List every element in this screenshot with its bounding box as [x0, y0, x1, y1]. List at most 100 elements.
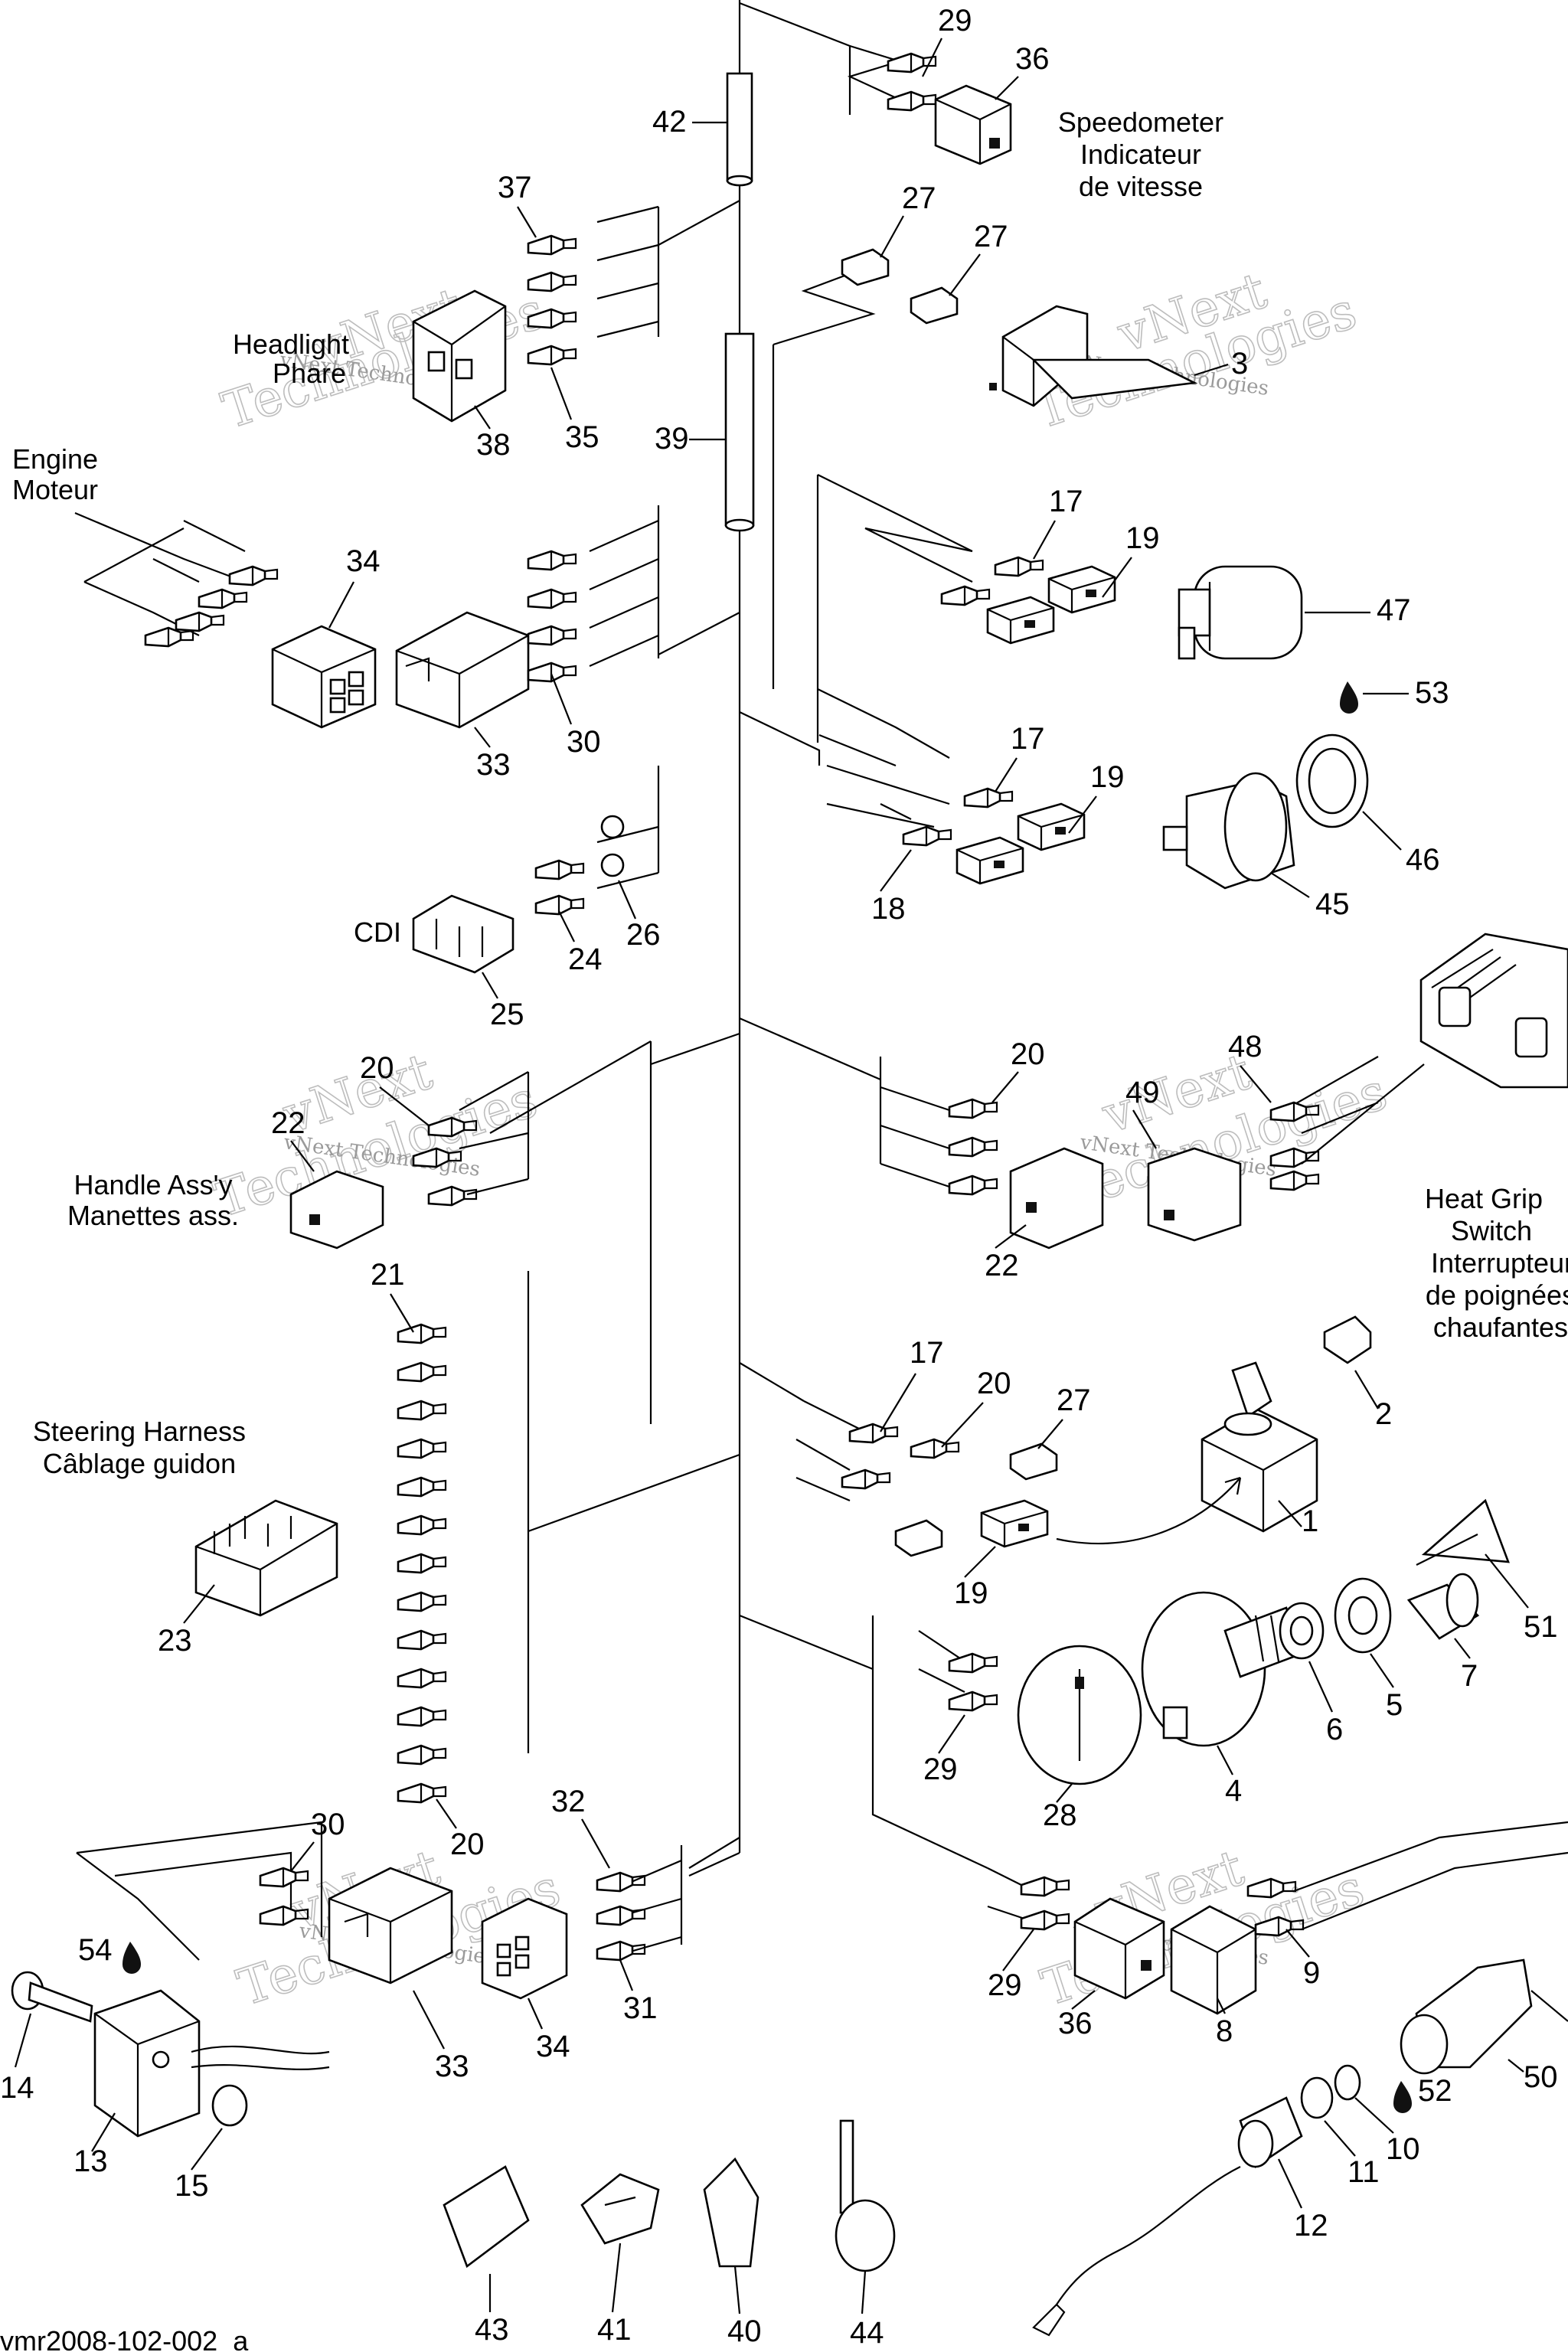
callout-18: 18 [871, 892, 906, 926]
callout-12: 12 [1294, 2209, 1328, 2243]
boot-26 [600, 815, 625, 877]
pressure-switch-47 [1178, 565, 1303, 660]
terminal-48-3 [1269, 1170, 1320, 1191]
callout-24: 24 [568, 942, 603, 976]
callout-20: 20 [360, 1051, 394, 1085]
terminal-20-8 [397, 1629, 447, 1651]
housing-36-top [934, 84, 1012, 165]
connector-22-gauge [1009, 1147, 1104, 1250]
terminal-27-c [1009, 1442, 1058, 1481]
terminal-30-1 [527, 550, 577, 571]
regulator-group: 30 33 34 32 31 13 [0, 1785, 683, 2203]
callout-22: 22 [985, 1249, 1019, 1282]
callout-20: 20 [450, 1828, 485, 1861]
callout-46: 46 [1406, 843, 1440, 877]
connector-33-bottom [328, 1867, 453, 1984]
callout-10: 10 [1386, 2132, 1420, 2166]
housing-19-c [980, 1499, 1049, 1548]
callout-49: 49 [1125, 1076, 1160, 1109]
steering-label-en: Steering Harness [33, 1416, 246, 1447]
callout-17: 17 [910, 1336, 944, 1370]
terminal-31-1 [596, 1905, 646, 1926]
accessories-row: 43 41 40 44 [443, 2119, 896, 2350]
callout-19: 19 [954, 1576, 988, 1610]
terminal-21 [397, 1323, 447, 1344]
headlight-group: 37 38 35 39 Headlight Phare [233, 171, 726, 462]
terminal-engine-2 [198, 588, 248, 609]
callout-44: 44 [850, 2316, 884, 2350]
sensor-45 [1162, 772, 1295, 890]
grommet-5 [1334, 1577, 1392, 1654]
headlight-label-en: Headlight [233, 328, 349, 360]
tape-43 [443, 2165, 530, 2269]
callout-34: 34 [346, 544, 381, 578]
terminal-20-d [910, 1438, 960, 1459]
callout-22: 22 [271, 1106, 305, 1140]
callout-35: 35 [565, 420, 599, 454]
terminal-20-3 [397, 1438, 447, 1459]
speedometer-group: 29 36 42 Speedometer Indicateur de vites… [652, 4, 1248, 689]
terminal-27-d [894, 1519, 943, 1557]
terminal-37-2 [527, 271, 577, 292]
nut-11 [1300, 2076, 1334, 2119]
callout-38: 38 [476, 428, 511, 462]
housing-36-bottom [1073, 1897, 1165, 2000]
tether-group: 29 36 8 9 50 10 52 [987, 1821, 1568, 2337]
boot-2 [1323, 1315, 1372, 1364]
callout-27: 27 [974, 220, 1008, 253]
callout-50: 50 [1524, 2060, 1558, 2094]
cdi-label: CDI [354, 916, 401, 948]
main-harness-trunk [528, 0, 881, 1877]
terminal-20-gauge-3 [948, 1174, 998, 1196]
cable-tie-44 [835, 2119, 896, 2272]
tether-cap-12 [1237, 2096, 1303, 2169]
heat-grip-label-3: Interrupteur [1431, 1247, 1568, 1279]
terminal-engine-1 [228, 565, 279, 586]
callout-32: 32 [551, 1785, 586, 1818]
callout-23: 23 [158, 1624, 192, 1658]
terminal-24-1 [534, 859, 585, 880]
terminal-20-5 [397, 1514, 447, 1536]
key-switch-28 [1017, 1645, 1142, 1785]
handle-label-fr: Manettes ass. [67, 1200, 239, 1231]
terminal-20-10 [397, 1706, 447, 1727]
terminal-17-c2 [841, 1468, 891, 1490]
terminal-30-3 [527, 625, 577, 646]
terminal-29-c1 [1020, 1876, 1070, 1897]
engine-label-fr: Moteur [12, 474, 98, 505]
engine-group: Engine Moteur 34 33 30 [12, 443, 660, 782]
steering-connector-23 [194, 1499, 338, 1617]
callout-20: 20 [977, 1367, 1011, 1400]
steering-label: Steering Harness Câblage guidon [33, 1416, 246, 1479]
callout-36: 36 [1058, 2007, 1093, 2040]
callout-31: 31 [623, 1991, 658, 2025]
terminal-37-4 [527, 345, 577, 366]
clip-51 [1416, 1498, 1510, 1566]
callout-34: 34 [536, 2030, 570, 2063]
tether-cord [1056, 2166, 1241, 2305]
heat-grip-label-4: de poignées [1426, 1279, 1568, 1311]
callout-41: 41 [597, 2313, 632, 2347]
callout-43: 43 [475, 2313, 509, 2347]
steering-label-fr: Câblage guidon [43, 1448, 236, 1479]
switch-3 [989, 305, 1198, 407]
callout-33: 33 [435, 2050, 469, 2083]
callout-6: 6 [1326, 1713, 1343, 1746]
callout-15: 15 [175, 2169, 209, 2203]
housing-19-a2 [986, 596, 1055, 645]
callout-17: 17 [1049, 485, 1083, 518]
ignition-switch-4 [1141, 1591, 1303, 1747]
figure-code: vmr2008-102-002_a [0, 2325, 249, 2352]
headlight-label: Headlight Phare [233, 328, 349, 389]
terminal-20-11 [397, 1744, 447, 1766]
ignition-group: 29 28 4 6 5 7 [871, 1498, 1558, 1869]
terminal-20-gauge-1 [948, 1098, 998, 1119]
terminal-20-2 [397, 1400, 447, 1421]
terminal-20-1 [397, 1361, 447, 1383]
heat-switch-group: 17 20 27 19 1 2 [795, 1315, 1392, 1610]
drop-icon-54 [122, 1942, 141, 1974]
callout-1: 1 [1302, 1504, 1318, 1538]
clip-41 [580, 2173, 660, 2245]
callout-7: 7 [1461, 1659, 1478, 1693]
